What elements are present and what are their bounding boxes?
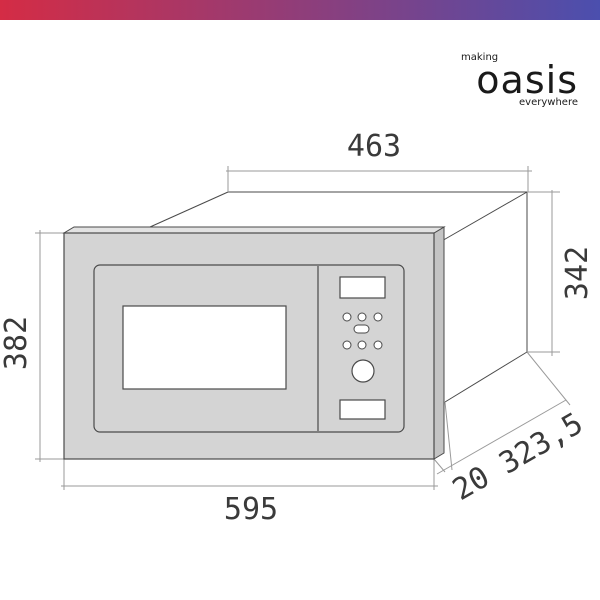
logo-tagline-top: making bbox=[461, 52, 499, 63]
knob-icon bbox=[351, 359, 375, 383]
button-icon bbox=[373, 312, 383, 322]
dimension-lines bbox=[35, 166, 571, 490]
dim-front-height: 382 bbox=[0, 316, 34, 370]
button-icon bbox=[357, 340, 367, 350]
dim-right-height: 342 bbox=[560, 246, 595, 300]
brand-logo: making oasis everywhere bbox=[458, 52, 578, 108]
niche-box-outline bbox=[149, 191, 528, 403]
dim-top-width: 463 bbox=[347, 129, 401, 164]
panel-side-face bbox=[433, 226, 445, 460]
panel-top-face bbox=[62, 226, 446, 234]
door-window-icon bbox=[122, 305, 287, 390]
dim-panel-depth: 20 bbox=[447, 460, 496, 508]
button-icon bbox=[342, 312, 352, 322]
display-icon bbox=[339, 276, 386, 299]
button-icon bbox=[353, 324, 370, 334]
button-icons bbox=[342, 312, 383, 350]
lower-slot-icon bbox=[339, 399, 386, 420]
top-gradient-bar bbox=[0, 0, 600, 20]
button-icon bbox=[342, 340, 352, 350]
logo-tagline-bottom: everywhere bbox=[519, 97, 578, 108]
microwave-front-panel bbox=[62, 226, 446, 460]
button-icon bbox=[373, 340, 383, 350]
dim-depth: 323,5 bbox=[493, 406, 589, 481]
dim-front-width: 595 bbox=[224, 492, 278, 527]
button-icon bbox=[357, 312, 367, 322]
logo-brand-name: oasis bbox=[476, 58, 578, 102]
